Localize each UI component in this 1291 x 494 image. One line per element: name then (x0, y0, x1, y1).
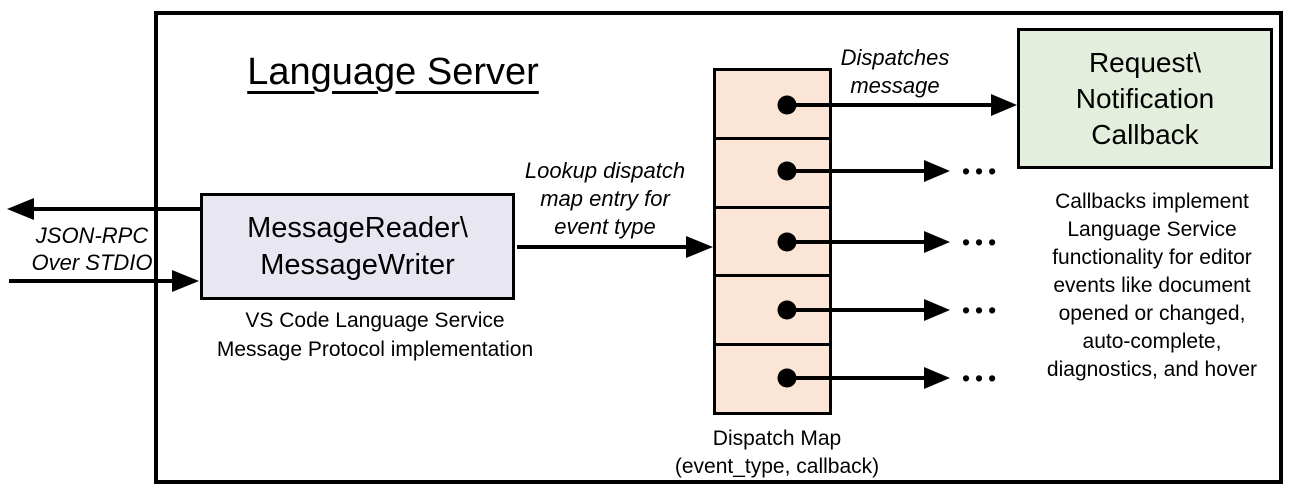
caption-line: VS Code Language Service (245, 309, 505, 332)
dispatch-map-cell (716, 277, 829, 347)
box-label-line: Notification (1075, 82, 1215, 114)
callback-box-label: Request\ Notification Callback (1076, 45, 1215, 153)
dispatches-message-label: Dispatches message (810, 44, 980, 100)
note-line: Language Service (1067, 218, 1237, 241)
note-line: opened or changed, (1058, 302, 1246, 325)
request-notification-callback-box: Request\ Notification Callback (1017, 28, 1273, 169)
label-line: Dispatches (840, 45, 950, 70)
box-label-line: Callback (1091, 118, 1199, 150)
label-line: Over STDIO (31, 250, 153, 275)
dispatch-map-cell (716, 346, 829, 412)
note-line: events like document (1053, 274, 1251, 297)
dispatch-map-cell (716, 71, 829, 140)
callbacks-note: Callbacks implement Language Service fun… (1020, 188, 1284, 384)
label-line: JSON-RPC (35, 223, 149, 248)
more-callbacks-ellipsis: ••• (962, 365, 1002, 391)
caption-line: Message Protocol implementation (216, 338, 534, 361)
language-server-boundary (154, 11, 1283, 484)
message-reader-writer-box: MessageReader\ MessageWriter (200, 193, 515, 300)
note-line: auto-complete, (1082, 330, 1222, 353)
caption-line: Dispatch Map (712, 427, 842, 450)
label-line: Lookup dispatch (524, 158, 686, 183)
more-callbacks-ellipsis: ••• (962, 158, 1002, 184)
note-line: functionality for editor (1052, 246, 1252, 269)
box-label-line: MessageReader\ (247, 211, 468, 244)
note-line: Callbacks implement (1055, 190, 1249, 213)
dispatch-map-caption: Dispatch Map (event_type, callback) (647, 425, 907, 481)
label-line: message (850, 73, 940, 98)
lookup-dispatch-label: Lookup dispatch map entry for event type (500, 157, 710, 241)
diagram-title: Language Server (247, 51, 539, 93)
box-label-line: MessageWriter (260, 248, 455, 281)
note-line: diagnostics, and hover (1046, 358, 1258, 381)
reader-box-caption: VS Code Language Service Message Protoco… (194, 306, 556, 364)
label-line: map entry for (540, 186, 670, 211)
dispatch-map-cell (716, 140, 829, 209)
dispatch-map-column (713, 68, 832, 415)
more-callbacks-ellipsis: ••• (962, 297, 1002, 323)
caption-line: (event_type, callback) (674, 455, 880, 478)
more-callbacks-ellipsis: ••• (962, 229, 1002, 255)
label-line: event type (554, 214, 656, 239)
box-label-line: Request\ (1088, 46, 1202, 78)
message-reader-writer-label: MessageReader\ MessageWriter (247, 210, 468, 284)
dispatch-map-cell (716, 209, 829, 278)
json-rpc-stdio-label: JSON-RPC Over STDIO (8, 222, 176, 276)
